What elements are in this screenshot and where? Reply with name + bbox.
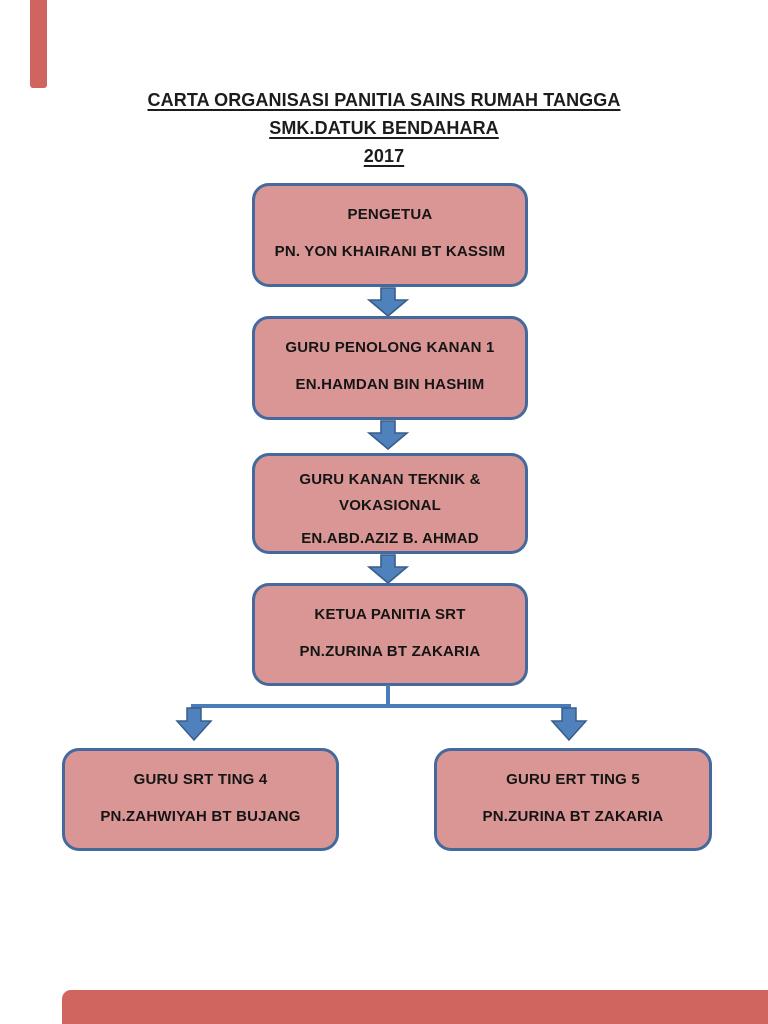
role-label: PENGETUA <box>347 206 433 223</box>
person-name: PN. YON KHAIRANI BT KASSIM <box>274 243 506 260</box>
org-box-guru-kanan-teknik: GURU KANAN TEKNIK & VOKASIONAL EN.ABD.AZ… <box>252 453 528 554</box>
role-label: GURU PENOLONG KANAN 1 <box>285 339 495 356</box>
down-arrow-icon <box>550 707 588 741</box>
person-name: EN.HAMDAN BIN HASHIM <box>295 376 485 393</box>
connector-line-vertical <box>386 685 390 706</box>
page-title: CARTA ORGANISASI PANITIA SAINS RUMAH TAN… <box>0 86 768 170</box>
person-name: PN.ZAHWIYAH BT BUJANG <box>100 808 301 825</box>
down-arrow-icon <box>366 420 410 450</box>
adjacent-page-fragment-bottom <box>62 990 768 1024</box>
role-label: GURU ERT TING 5 <box>506 771 640 788</box>
person-name: PN.ZURINA BT ZAKARIA <box>299 643 481 660</box>
title-line-1: CARTA ORGANISASI PANITIA SAINS RUMAH TAN… <box>147 90 621 110</box>
person-name: EN.ABD.AZIZ B. AHMAD <box>301 530 479 547</box>
down-arrow-icon <box>366 554 410 584</box>
title-line-3: 2017 <box>363 146 405 166</box>
org-box-guru-ert-ting5: GURU ERT TING 5 PN.ZURINA BT ZAKARIA <box>434 748 712 851</box>
org-box-pengetua: PENGETUA PN. YON KHAIRANI BT KASSIM <box>252 183 528 287</box>
down-arrow-icon <box>175 707 213 741</box>
person-name: PN.ZURINA BT ZAKARIA <box>482 808 664 825</box>
title-line-2: SMK.DATUK BENDAHARA <box>269 118 499 138</box>
adjacent-page-fragment-top <box>30 0 47 88</box>
connector-line-horizontal <box>191 704 571 708</box>
org-box-gpk1: GURU PENOLONG KANAN 1 EN.HAMDAN BIN HASH… <box>252 316 528 420</box>
down-arrow-icon <box>366 287 410 317</box>
org-box-guru-srt-ting4: GURU SRT TING 4 PN.ZAHWIYAH BT BUJANG <box>62 748 339 851</box>
role-label: GURU KANAN TEKNIK & VOKASIONAL <box>299 471 481 514</box>
role-label: GURU SRT TING 4 <box>133 771 268 788</box>
role-label: KETUA PANITIA SRT <box>314 606 466 623</box>
org-box-ketua-panitia: KETUA PANITIA SRT PN.ZURINA BT ZAKARIA <box>252 583 528 686</box>
